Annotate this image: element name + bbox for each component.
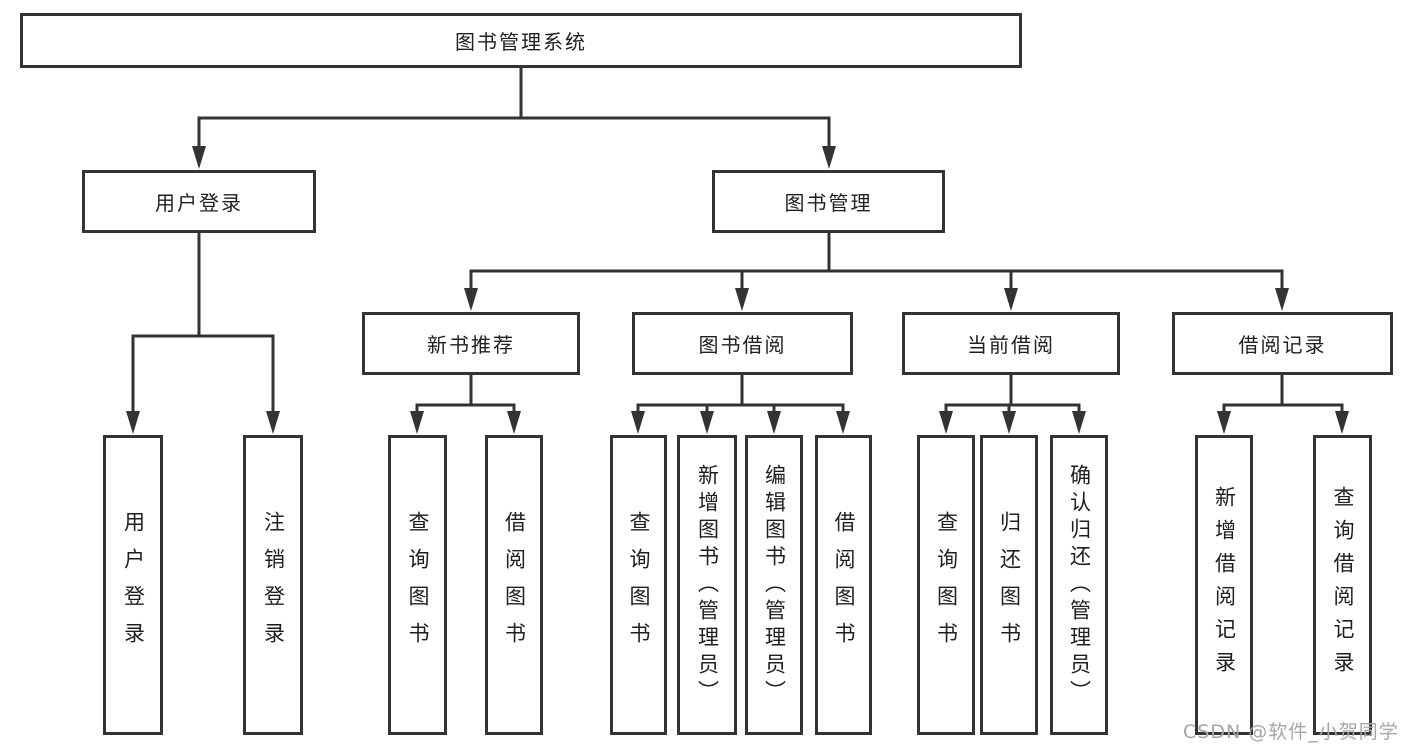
leaf-query-books-2-label: 查询图书 [627,511,651,659]
node-borrow-records: 借阅记录 [1172,312,1393,375]
node-library-system: 图书管理系统 [20,13,1022,68]
leaf-borrow-books-2-label: 借阅图书 [832,511,856,659]
leaf-add-book-admin-label: 新增图书（管理员） [695,463,720,707]
leaf-confirm-return-admin-label: 确认归还（管理员） [1067,463,1092,707]
leaf-return-book-label: 归还图书 [997,511,1022,659]
leaf-query-books-3-label: 查询图书 [934,511,959,659]
leaf-confirm-return-admin: 确认归还（管理员） [1050,435,1108,735]
leaf-query-books-2: 查询图书 [610,435,667,735]
node-book-borrow: 图书借阅 [632,312,853,375]
leaf-edit-book-admin-label: 编辑图书（管理员） [762,463,787,707]
leaf-add-borrow-record: 新增借阅记录 [1195,435,1253,735]
leaf-borrow-books-2: 借阅图书 [815,435,872,735]
watermark: CSDN @软件_小贺同学 [1183,721,1399,743]
leaf-logout: 注销登录 [243,435,303,735]
node-user-login: 用户登录 [82,170,316,233]
leaf-query-borrow-record: 查询借阅记录 [1313,435,1372,735]
leaf-query-books-1: 查询图书 [388,435,447,735]
leaf-borrow-books-1-label: 借阅图书 [502,511,527,659]
leaf-query-books-1-label: 查询图书 [406,511,430,659]
node-new-book-recommend: 新书推荐 [362,312,580,375]
leaf-return-book: 归还图书 [980,435,1038,735]
leaf-edit-book-admin: 编辑图书（管理员） [745,435,803,735]
leaf-query-books-3: 查询图书 [917,435,975,735]
node-current-borrow: 当前借阅 [902,312,1120,375]
leaf-add-book-admin: 新增图书（管理员） [677,435,737,735]
leaf-borrow-books-1: 借阅图书 [485,435,543,735]
leaf-user-login-label: 用户登录 [121,511,146,659]
leaf-add-borrow-record-label: 新增借阅记录 [1212,486,1237,684]
node-book-management: 图书管理 [712,170,945,233]
leaf-query-borrow-record-label: 查询借阅记录 [1331,486,1355,684]
leaf-logout-label: 注销登录 [261,511,286,659]
leaf-user-login: 用户登录 [103,435,163,735]
